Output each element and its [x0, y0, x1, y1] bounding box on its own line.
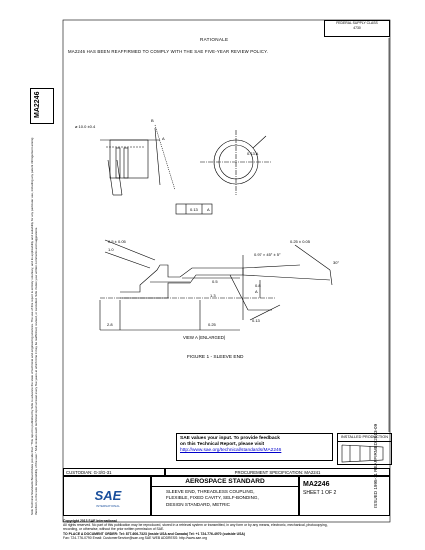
dim-label-4: 0.13	[190, 207, 199, 212]
dim-label-8: 1.0	[108, 247, 114, 252]
feedback-line-1: SAE values your input. To provide feedba…	[180, 436, 280, 441]
sae-logo-text: SAE	[95, 488, 122, 503]
dim-label-12: 0.8	[255, 283, 261, 288]
sheet-number: SHEET 1 OF 2	[303, 490, 337, 496]
custodian-cell: CUSTODIAN: G-3/G-31	[63, 468, 165, 476]
dim-label-1: ø 10.0 ±0.4	[75, 124, 96, 129]
dim-label-3: A	[162, 136, 165, 141]
sae-logo-sub: INTERNATIONAL	[96, 504, 120, 508]
aerospace-standard-box: AEROSPACE STANDARD SLEEVE END, THREADLES…	[151, 476, 299, 516]
sae-logo: SAE INTERNATIONAL	[95, 488, 122, 508]
feedback-line-2: on this Technical Report, please visit	[180, 442, 265, 447]
document-id-box: MA2246 SHEET 1 OF 2	[299, 476, 390, 516]
installed-production-sketch	[341, 444, 384, 463]
dim-label-6: 0.13 A	[247, 151, 259, 156]
dim-label-9: 0.25 ± 0.05	[290, 239, 311, 244]
aerospace-standard-title: AEROSPACE STANDARD	[152, 477, 298, 487]
dim-label-11: 1.3	[210, 293, 216, 298]
feedback-link[interactable]: http://www.sae.org/technical/standards/M…	[180, 448, 282, 453]
sleeve-end-view	[175, 130, 272, 215]
sleeve-side-view	[100, 124, 176, 196]
rationale-title: RATIONALE	[200, 37, 229, 42]
dim-label-15: 0.25	[208, 322, 217, 327]
dim-label-14: 2.8	[107, 322, 113, 327]
copyright-line-4: TO PLACE A DOCUMENT ORDER: Tel: 877-606-…	[63, 531, 245, 536]
dim-label-17: 0.5	[212, 279, 218, 284]
desc-line-3: DESIGN STANDARD, METRIC	[166, 501, 230, 507]
figure-caption: FIGURE 1 - SLEEVE END	[187, 355, 244, 360]
dim-label-7: 0.5 ± 0.05	[108, 239, 127, 244]
feedback-box: SAE values your input. To provide feedba…	[176, 433, 333, 461]
copyright-line-2: All rights reserved. No part of this pub…	[63, 523, 328, 528]
dim-label-16: 0.13	[252, 318, 261, 323]
dim-label-13: A	[255, 289, 258, 294]
sleeve-enlarged-view	[99, 239, 333, 331]
procurement-cell: PROCUREMENT SPECIFICATION: MA2241	[165, 468, 390, 476]
dim-label-5: A	[207, 207, 210, 212]
desc-line-2: FLEXIBLE, FIXED CAVITY, SELF-BONDING,	[166, 495, 259, 501]
drawing-frame	[62, 19, 391, 523]
installed-production-header: INSTALLED PRODUCTION	[338, 434, 391, 442]
federal-supply-class-box: FEDERAL SUPPLY CLASS 4730	[324, 20, 390, 37]
dim-label-18: 30°	[333, 260, 339, 265]
copyright-line-1: Copyright 2013 SAE International	[63, 519, 117, 523]
copyright-line-5: Fax: 724-776-0790 Email: CustomerService…	[63, 535, 208, 540]
copyright-line-3: recording, or otherwise, without the pri…	[63, 527, 165, 532]
copyright-notice: Copyright 2013 SAE International All rig…	[63, 519, 393, 540]
desc-line-1: SLEEVE END, THREADLESS COUPLING,	[166, 489, 255, 494]
view-label: VIEW A (ENLARGED)	[183, 335, 226, 340]
dim-label-10: 0.97 × 45° ± 5°	[254, 252, 281, 257]
side-doc-id-box: MA2246	[30, 88, 54, 124]
document-id: MA2246	[303, 481, 330, 488]
installed-production-box: INSTALLED PRODUCTION	[337, 433, 392, 465]
sae-logo-box: SAE INTERNATIONAL	[63, 476, 151, 516]
dim-label-2: B	[151, 118, 154, 123]
rationale-text: MA2246 HAS BEEN REAFFIRMED TO COMPLY WIT…	[68, 49, 269, 54]
